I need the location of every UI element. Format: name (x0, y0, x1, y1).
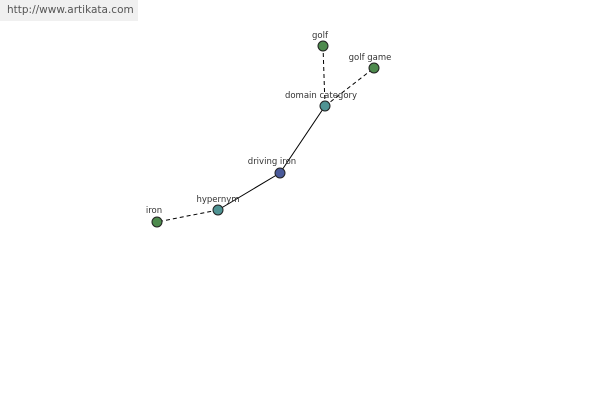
node-golf-game[interactable]: golf game (349, 53, 392, 74)
node-hypernym[interactable]: hypernym (196, 195, 240, 216)
node-iron[interactable]: iron (146, 206, 163, 228)
node-label-golf-game: golf game (349, 53, 392, 63)
graph-edges (156, 45, 375, 223)
node-golf[interactable]: golf (312, 31, 329, 52)
watermark-url: http://www.artikata.com (0, 0, 138, 21)
node-driving-iron[interactable]: driving iron (248, 157, 296, 179)
edge-hypernym-to-iron (156, 209, 219, 223)
edge-driving-iron-to-domain-category (279, 105, 326, 174)
node-label-domain-category: domain category (285, 91, 357, 101)
node-circle-driving-iron[interactable] (274, 167, 286, 179)
node-circle-golf-game[interactable] (368, 62, 380, 74)
node-circle-iron[interactable] (151, 216, 163, 228)
edge-driving-iron-to-hypernym (217, 172, 281, 211)
node-label-golf: golf (312, 31, 329, 41)
edge-domain-category-to-golf-game (324, 67, 375, 107)
node-circle-domain-category[interactable] (319, 100, 331, 112)
edge-domain-category-to-golf (322, 45, 326, 107)
node-label-hypernym: hypernym (196, 195, 239, 205)
node-circle-hypernym[interactable] (212, 204, 224, 216)
node-domain-category[interactable]: domain category (285, 91, 357, 112)
graph-nodes: golf golf game domain category driving iron… (146, 31, 392, 228)
node-label-driving-iron: driving iron (248, 157, 296, 167)
node-label-iron: iron (146, 206, 162, 216)
node-circle-golf[interactable] (317, 40, 329, 52)
